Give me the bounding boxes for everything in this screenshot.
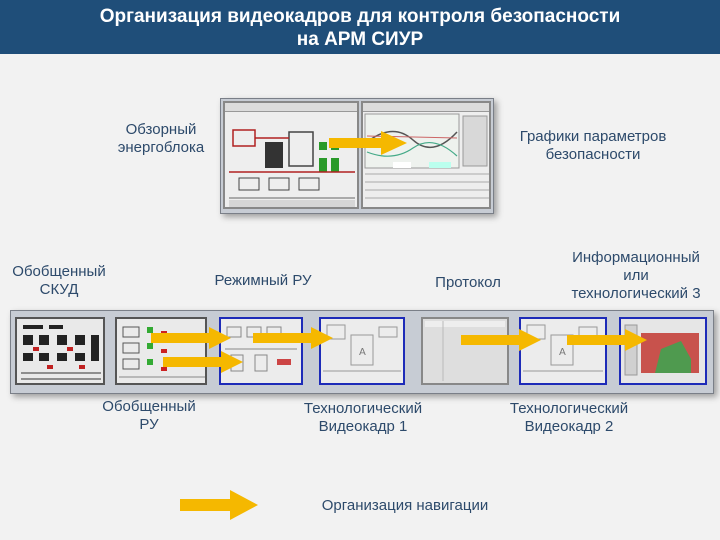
protocol-thumbnail[interactable] [421,317,509,385]
tech1-thumbnail[interactable]: A [319,317,405,385]
label-tech1: Технологический Видеокадр 1 [303,400,423,435]
label-info: Информационный или технологический 3 [571,249,701,302]
screens-strip: A A [10,310,714,394]
skud-thumbnail[interactable] [15,317,105,385]
svg-text:A: A [359,347,366,358]
tech2-thumbnail[interactable]: A [519,317,607,385]
graphs-thumbnail[interactable] [361,101,491,209]
title-line-1: Организация видеокадров для контроля без… [99,6,621,27]
graphs-plot [364,113,489,199]
overview-scheme [229,129,355,207]
title-line-2: на АРМ СИУР [296,29,424,50]
tech2-scheme: A [521,319,605,383]
info-thumbnail[interactable] [619,317,707,385]
tech1-scheme: A [321,319,403,383]
label-graphs: Графики параметров безопасности [519,128,667,163]
protocol-table [423,319,507,383]
label-skud: Обобщенный СКУД [12,263,106,298]
general-ru-thumbnail[interactable] [115,317,207,385]
nav-arrow-2 [163,351,243,373]
nav-arrow-3 [253,327,333,349]
nav-arrow-5 [567,329,647,351]
label-overview: Обзорный энергоблока [117,121,205,156]
legend-text: Организация навигации [321,497,489,514]
overview-thumbnail[interactable] [223,101,359,209]
nav-arrow-1 [151,327,231,349]
mode-ru-scheme [221,319,301,383]
nav-arrow-4 [461,329,541,351]
label-mode-ru: Режимный РУ [214,272,312,289]
skud-scheme [17,319,103,383]
label-general-ru: Обобщенный РУ [102,398,196,433]
info-scheme [621,319,705,383]
general-ru-scheme [117,319,205,383]
overview-graphs-frame [220,98,494,214]
svg-text:A: A [559,347,566,358]
mode-ru-thumbnail[interactable] [219,317,303,385]
title-banner: Организация видеокадров для контроля без… [0,0,720,54]
legend-arrow [180,490,258,520]
label-protocol: Протокол [435,274,501,291]
label-tech2: Технологический Видеокадр 2 [509,400,629,435]
nav-arrow-overview-graphs [329,131,407,155]
